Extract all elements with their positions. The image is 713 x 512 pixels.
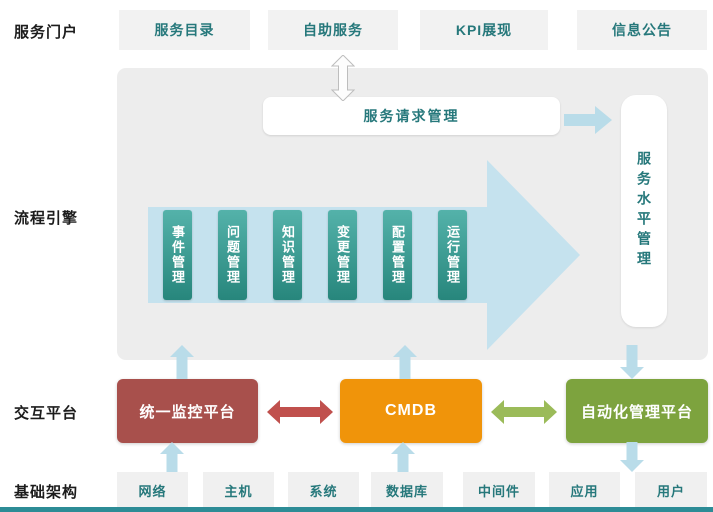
stage-incident-management: 事件管理	[163, 210, 192, 300]
row-label-interaction-platform: 交互平台	[14, 405, 79, 422]
red-double-arrow-icon	[267, 397, 333, 427]
automation-platform-box: 自动化管理平台	[566, 379, 708, 443]
double-vertical-arrow-icon	[331, 55, 355, 101]
infra-item-application: 应用	[549, 472, 620, 508]
stage-configuration-management: 配置管理	[383, 210, 412, 300]
down-arrow-icon	[620, 442, 644, 472]
cmdb-box: CMDB	[340, 379, 482, 443]
service-level-management-box: 服务水平管理	[621, 95, 667, 327]
process-flow-arrow	[148, 158, 582, 352]
portal-item-self-service: 自助服务	[268, 10, 398, 50]
unified-monitoring-platform-box: 统一监控平台	[117, 379, 258, 443]
infra-item-network: 网络	[117, 472, 188, 508]
up-arrow-icon	[160, 442, 184, 472]
service-request-management-box: 服务请求管理	[263, 97, 560, 135]
bottom-divider-bar	[0, 507, 713, 512]
green-double-arrow-icon	[491, 397, 557, 427]
right-arrow-icon	[564, 106, 612, 134]
portal-item-kpi-display: KPI展现	[420, 10, 548, 50]
up-arrow-icon	[170, 345, 194, 379]
infra-item-system: 系统	[288, 472, 359, 508]
row-label-process-engine: 流程引擎	[14, 210, 79, 227]
infra-item-database: 数据库	[371, 472, 443, 508]
stage-change-management: 变更管理	[328, 210, 357, 300]
infra-item-user: 用户	[635, 472, 707, 508]
stage-operations-management: 运行管理	[438, 210, 467, 300]
infra-item-host: 主机	[203, 472, 274, 508]
up-arrow-icon	[393, 345, 417, 379]
portal-item-info-bulletin: 信息公告	[577, 10, 707, 50]
row-label-infrastructure: 基础架构	[14, 484, 79, 501]
row-label-service-portal: 服务门户	[14, 24, 79, 41]
down-arrow-icon	[620, 345, 644, 379]
infra-item-middleware: 中间件	[463, 472, 535, 508]
portal-item-service-catalog: 服务目录	[119, 10, 250, 50]
up-arrow-icon	[391, 442, 415, 472]
stage-knowledge-management: 知识管理	[273, 210, 302, 300]
stage-problem-management: 问题管理	[218, 210, 247, 300]
